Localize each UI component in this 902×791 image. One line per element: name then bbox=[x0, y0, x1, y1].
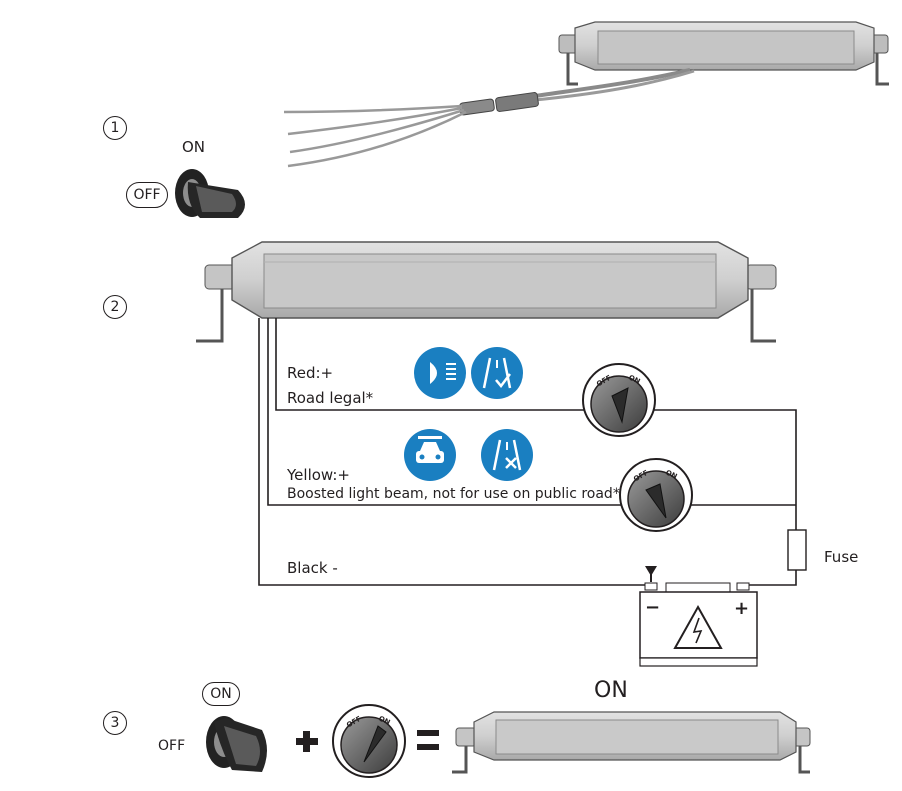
black-wire-label: Black - bbox=[287, 559, 338, 577]
fuse-to-battery bbox=[742, 570, 797, 586]
light-bar-large bbox=[196, 241, 777, 343]
battery-plus: + bbox=[734, 598, 749, 619]
battery bbox=[639, 566, 758, 667]
step3-key-off-label: OFF bbox=[158, 738, 186, 754]
light-bar-with-cable bbox=[283, 21, 889, 168]
red-wire bbox=[275, 318, 797, 530]
battery-minus: − bbox=[645, 597, 660, 618]
yellow-wire bbox=[267, 318, 796, 506]
step1-key-on-label: ON bbox=[182, 138, 206, 156]
headlight-icon bbox=[414, 347, 466, 399]
light-bar-on bbox=[452, 711, 811, 774]
ignition-key-off bbox=[175, 169, 245, 218]
step1-key-off-label: OFF bbox=[126, 182, 168, 208]
yellow-wire-label: Yellow:+ bbox=[287, 466, 350, 484]
rotary-switch-on bbox=[332, 704, 406, 778]
step-2-marker: 2 bbox=[103, 295, 127, 319]
step-3-marker: 3 bbox=[103, 711, 127, 735]
road-legal-icon bbox=[471, 347, 523, 399]
yellow-wire-desc: Boosted light beam, not for use on publi… bbox=[287, 486, 620, 502]
equals-sign bbox=[417, 730, 439, 750]
black-wire bbox=[258, 318, 654, 586]
fuse bbox=[787, 529, 807, 571]
ignition-key-on bbox=[206, 716, 267, 772]
offroad-vehicle-icon bbox=[404, 429, 456, 481]
road-prohibited-icon bbox=[481, 429, 533, 481]
plus-sign bbox=[296, 731, 318, 752]
fuse-label: Fuse bbox=[824, 548, 859, 566]
red-wire-label: Red:+ bbox=[287, 364, 334, 382]
result-on-label: ON bbox=[594, 678, 628, 703]
rotary-switch-road-legal bbox=[582, 363, 656, 437]
wiring bbox=[258, 318, 797, 586]
step3-key-on-label: ON bbox=[202, 682, 240, 706]
step-1-marker: 1 bbox=[103, 116, 127, 140]
red-wire-desc: Road legal* bbox=[287, 389, 374, 407]
rotary-switch-boosted bbox=[619, 458, 693, 532]
